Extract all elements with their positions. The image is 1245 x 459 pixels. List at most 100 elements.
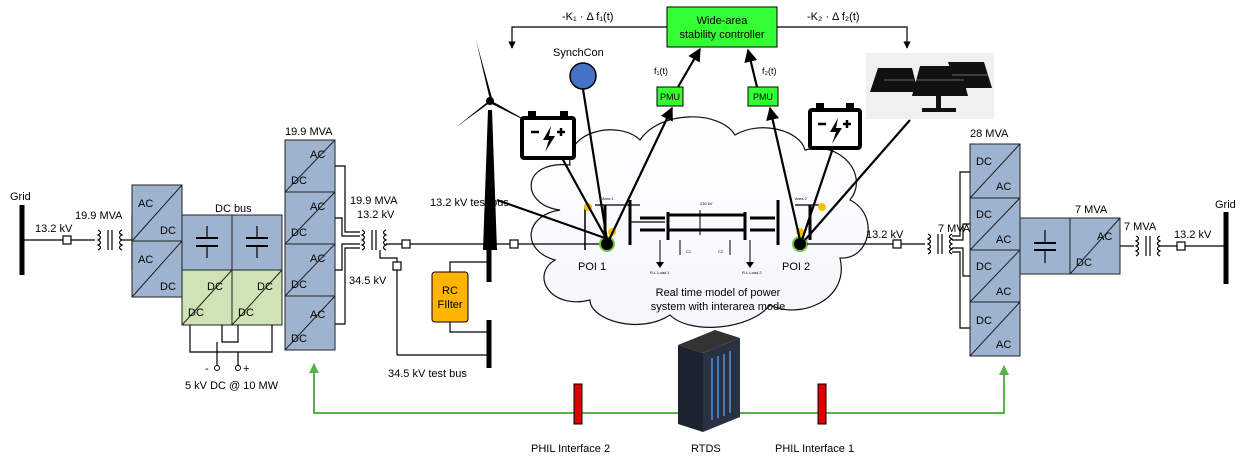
cloud-text-line2: system with interarea mode bbox=[651, 301, 786, 313]
load1-label: R-L Load 1 bbox=[650, 270, 670, 275]
svg-text:DC: DC bbox=[291, 175, 307, 187]
svg-text:AC: AC bbox=[138, 254, 153, 266]
hardware-loop-line bbox=[309, 363, 1009, 414]
svg-text:DC: DC bbox=[188, 307, 204, 319]
wind-turbine-icon bbox=[455, 40, 540, 250]
transformer-icon bbox=[96, 229, 124, 251]
svg-text:AC: AC bbox=[310, 253, 325, 265]
phil-interface-1 bbox=[817, 383, 827, 425]
f1-label: f₁(t) bbox=[654, 66, 668, 76]
svg-text:AC: AC bbox=[1097, 231, 1112, 243]
transformer-icon bbox=[926, 233, 954, 255]
svg-text:DC: DC bbox=[976, 261, 992, 273]
left-grid-label: Grid bbox=[10, 191, 31, 203]
right-conv-rating: 7 MVA bbox=[1075, 204, 1108, 216]
svg-text:Wide-area: Wide-area bbox=[697, 15, 749, 27]
right-stack-rating: 28 MVA bbox=[970, 128, 1009, 140]
rtds-label: RTDS bbox=[691, 443, 721, 455]
dc-dc-converter: DC DC bbox=[181, 269, 233, 326]
phil2-label: PHIL Interface 2 bbox=[531, 443, 610, 455]
svg-text:AC: AC bbox=[310, 149, 325, 161]
dc-source-label: 5 kV DC @ 10 MW bbox=[185, 380, 279, 392]
svg-text:AC: AC bbox=[996, 181, 1011, 193]
poi1-label: POI 1 bbox=[578, 261, 606, 273]
synchcon-label: SynchCon bbox=[553, 47, 604, 59]
svg-text:DC: DC bbox=[976, 209, 992, 221]
svg-text:DC: DC bbox=[160, 225, 176, 237]
right-xfmr1-rating: 7 MVA bbox=[938, 223, 971, 235]
svg-text:DC: DC bbox=[976, 156, 992, 168]
solar-panel-icon bbox=[866, 53, 994, 119]
svg-text:DC: DC bbox=[207, 281, 223, 293]
svg-text:stability controller: stability controller bbox=[680, 29, 765, 41]
area2-label: Area 2 bbox=[795, 196, 808, 201]
right-grid-voltage: 13.2 kV bbox=[1174, 229, 1212, 241]
phil-interface-2 bbox=[573, 383, 583, 425]
right-grid-label: Grid bbox=[1215, 199, 1236, 211]
svg-text:DC: DC bbox=[160, 281, 176, 293]
tie-line-label: 230 kV bbox=[700, 201, 713, 206]
svg-text:AC: AC bbox=[996, 234, 1011, 246]
svg-text:DC: DC bbox=[238, 307, 254, 319]
converter-block: AC DC bbox=[131, 240, 183, 298]
svg-text:DC: DC bbox=[291, 333, 307, 345]
c1-label: C1 bbox=[686, 249, 692, 254]
left-xfmr2-rating: 19.9 MVA bbox=[350, 195, 398, 207]
svg-text:PMU: PMU bbox=[753, 92, 773, 102]
f2-label: f₂(t) bbox=[762, 66, 777, 76]
c2-label: C2 bbox=[718, 249, 724, 254]
svg-text:PMU: PMU bbox=[660, 92, 680, 102]
svg-text:DC: DC bbox=[257, 281, 273, 293]
transformer-icon bbox=[1134, 235, 1162, 257]
wide-area-controller: Wide-area stability controller bbox=[666, 6, 778, 48]
area1-label: Area 1 bbox=[602, 196, 615, 201]
converter-stack: AC DC AC DC AC DC AC DC bbox=[284, 139, 336, 351]
left-stack-rating: 19.9 MVA bbox=[285, 126, 333, 138]
converter-block: AC DC bbox=[131, 184, 183, 242]
test-bus-13kv-label: 13.2 kV test bus bbox=[430, 197, 509, 209]
poi2-label: POI 2 bbox=[782, 261, 810, 273]
left-xfmr1-rating: 19.9 MVA bbox=[75, 210, 123, 222]
breaker bbox=[1176, 241, 1186, 251]
dc-link-capacitor bbox=[1019, 217, 1071, 275]
left-xfmr2-voltage: 13.2 kV bbox=[357, 209, 395, 221]
svg-text:AC: AC bbox=[138, 198, 153, 210]
dc-plus: + bbox=[243, 363, 249, 375]
right-xfmr1-voltage: 13.2 kV bbox=[866, 229, 904, 241]
svg-text:AC: AC bbox=[310, 201, 325, 213]
test-bus-34kv-label: 34.5 kV test bus bbox=[388, 368, 467, 380]
converter-block: AC DC bbox=[1069, 217, 1121, 275]
breaker bbox=[392, 261, 402, 271]
breaker bbox=[62, 235, 72, 245]
transformer-icon bbox=[360, 229, 388, 251]
svg-text:AC: AC bbox=[996, 339, 1011, 351]
svg-text:DC: DC bbox=[291, 227, 307, 239]
converter-stack: DC AC DC AC DC AC DC AC bbox=[969, 143, 1021, 357]
left-xfmr2-secondary: 34.5 kV bbox=[349, 275, 387, 287]
breaker bbox=[509, 239, 519, 249]
dc-bus-capacitor bbox=[181, 214, 233, 271]
dc-bus-label: DC bus bbox=[215, 203, 252, 215]
svg-text:DC: DC bbox=[291, 279, 307, 291]
svg-text:DC: DC bbox=[976, 315, 992, 327]
svg-text:FIlter: FIlter bbox=[437, 299, 462, 311]
svg-text:RC: RC bbox=[442, 285, 458, 297]
poi2-node bbox=[793, 237, 807, 251]
right-xfmr2-rating: 7 MVA bbox=[1124, 221, 1157, 233]
breaker bbox=[401, 239, 411, 249]
left-grid-voltage: 13.2 kV bbox=[35, 223, 73, 235]
rc-filter: RC FIlter bbox=[431, 271, 469, 323]
synchcon-icon bbox=[569, 62, 597, 90]
signal-left: -K₁ · Δ f₁(t) bbox=[562, 11, 613, 23]
svg-text:AC: AC bbox=[996, 286, 1011, 298]
poi1-node bbox=[600, 237, 614, 251]
dc-minus: - bbox=[205, 363, 209, 375]
cloud-text-line1: Real time model of power bbox=[656, 287, 781, 299]
svg-text:DC: DC bbox=[1076, 257, 1092, 269]
pmu1-box: PMU bbox=[656, 86, 684, 107]
pmu2-box: PMU bbox=[747, 86, 779, 107]
dc-bus-capacitor bbox=[231, 214, 283, 271]
battery-icon bbox=[808, 103, 862, 150]
phil1-label: PHIL Interface 1 bbox=[775, 443, 854, 455]
load2-label: R-L Load 2 bbox=[742, 270, 762, 275]
